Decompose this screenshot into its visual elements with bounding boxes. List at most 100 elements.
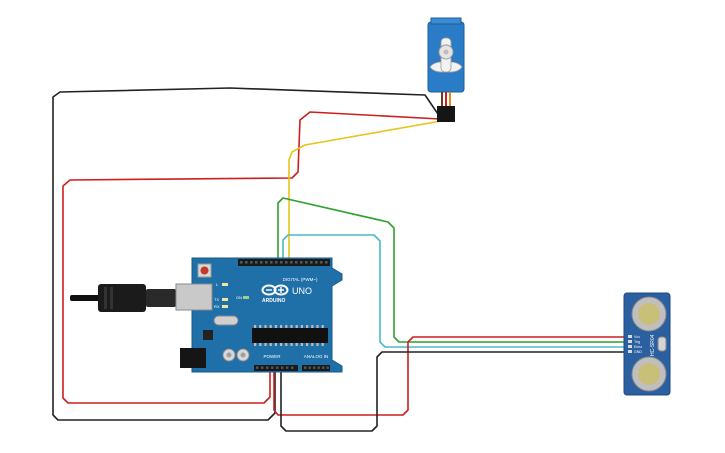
sensor-pin-label: Echo: [634, 345, 642, 349]
wire-sensor-trig[interactable]: [277, 197, 628, 343]
arduino-model: UNO: [292, 286, 312, 296]
power-pin-hole: [271, 366, 274, 369]
power-pin-hole: [304, 366, 307, 369]
chip-leg: [321, 343, 324, 346]
crystal: [213, 315, 239, 326]
chip-leg: [285, 343, 288, 346]
sensor-pin-label: GND: [634, 350, 642, 354]
reset-button-cap: [200, 266, 209, 275]
wire-sensor-gnd[interactable]: [280, 351, 628, 432]
led-l: [222, 283, 228, 286]
led-l-label: L: [216, 282, 219, 287]
digital-header[interactable]: [238, 259, 330, 266]
power-pin-hole: [281, 366, 284, 369]
sensor-crystal: [657, 336, 667, 352]
sensor-pin: [628, 345, 632, 348]
servo-lead-brown: [441, 92, 443, 106]
power-pin-hole: [261, 366, 264, 369]
sensor-pin: [628, 350, 632, 353]
atmega-chip: [252, 328, 328, 343]
usb-cable-grip: [110, 287, 113, 309]
power-jack: [180, 348, 206, 368]
servo-connector[interactable]: [437, 106, 455, 122]
sensor-transducer-top-mesh: [638, 303, 660, 325]
chip-leg: [295, 343, 298, 346]
digital-pin-hole: [245, 261, 248, 264]
chip-leg: [254, 343, 257, 346]
arduino-logo-text: ARDUINO: [262, 298, 285, 304]
wire-servo-signal[interactable]: [288, 120, 442, 262]
arduino-board: [191, 257, 343, 373]
usb-cable-grip: [104, 287, 107, 309]
chip-leg: [311, 325, 314, 328]
chip-leg: [316, 325, 319, 328]
wire-servo-gnd[interactable]: [52, 87, 441, 421]
chip-leg: [254, 325, 257, 328]
power-pin-hole: [276, 366, 279, 369]
atmega-chip-pins: [254, 325, 324, 346]
power-pin-hole: [286, 366, 289, 369]
power-pin-hole: [266, 366, 269, 369]
chip-leg: [259, 343, 262, 346]
power-pin-hole: [291, 366, 294, 369]
wire-sensor-echo[interactable]: [282, 234, 628, 348]
led-on: [243, 296, 249, 299]
arduino-uno[interactable]: DIGITAL (PWM~) L TX RX UNO ARDUINO ON: [175, 257, 343, 373]
servo-motor[interactable]: [427, 17, 465, 122]
chip-leg: [300, 343, 303, 346]
sensor-pin-label: Vcc: [634, 335, 640, 339]
usb-cable-neck: [146, 289, 176, 307]
sensor-pin: [628, 335, 632, 338]
digital-pin-hole: [310, 261, 313, 264]
power-pin-hole: [317, 366, 320, 369]
digital-pin-hole: [275, 261, 278, 264]
power-pin-hole: [326, 366, 329, 369]
digital-pin-hole: [305, 261, 308, 264]
usb-jack: [175, 283, 213, 311]
arduino-logo-icon: [261, 284, 289, 296]
digital-header-label: DIGITAL (PWM~): [283, 277, 318, 282]
chip-leg: [316, 343, 319, 346]
sensor-transducer-bottom-mesh: [638, 363, 660, 385]
digital-pin-hole: [270, 261, 273, 264]
servo-shaft-screw: [443, 49, 449, 55]
digital-pin-hole: [285, 261, 288, 264]
chip-leg: [290, 325, 293, 328]
analog-header[interactable]: [302, 365, 330, 371]
wires: [52, 87, 628, 432]
power-pin-hole: [313, 366, 316, 369]
usb-cable: [70, 284, 176, 312]
chip-leg: [269, 343, 272, 346]
power-pin-hole: [256, 366, 259, 369]
capacitor: [240, 352, 246, 358]
led-rx-label: RX: [214, 304, 220, 309]
chip-leg: [259, 325, 262, 328]
digital-pin-hole: [295, 261, 298, 264]
chip-leg: [280, 325, 283, 328]
sensor-pin-label: Trig: [634, 340, 640, 344]
chip-leg: [321, 325, 324, 328]
digital-pin-hole: [240, 261, 243, 264]
chip-leg: [285, 325, 288, 328]
digital-pin-holes: [240, 261, 328, 264]
chip-leg: [264, 343, 267, 346]
chip-leg: [274, 343, 277, 346]
digital-pin-hole: [325, 261, 328, 264]
led-tx-label: TX: [214, 297, 219, 302]
sensor-model: HC-SR04: [650, 334, 656, 356]
sensor-pin: [628, 340, 632, 343]
chip-leg: [290, 343, 293, 346]
chip-leg: [306, 325, 309, 328]
wire-sensor-vcc[interactable]: [273, 336, 628, 416]
digital-pin-hole: [300, 261, 303, 264]
digital-pin-hole: [255, 261, 258, 264]
digital-pin-hole: [265, 261, 268, 264]
led-tx: [222, 298, 228, 301]
chip-leg: [280, 343, 283, 346]
chip-leg: [300, 325, 303, 328]
wire-servo-5v[interactable]: [62, 111, 441, 404]
capacitor: [226, 352, 232, 358]
